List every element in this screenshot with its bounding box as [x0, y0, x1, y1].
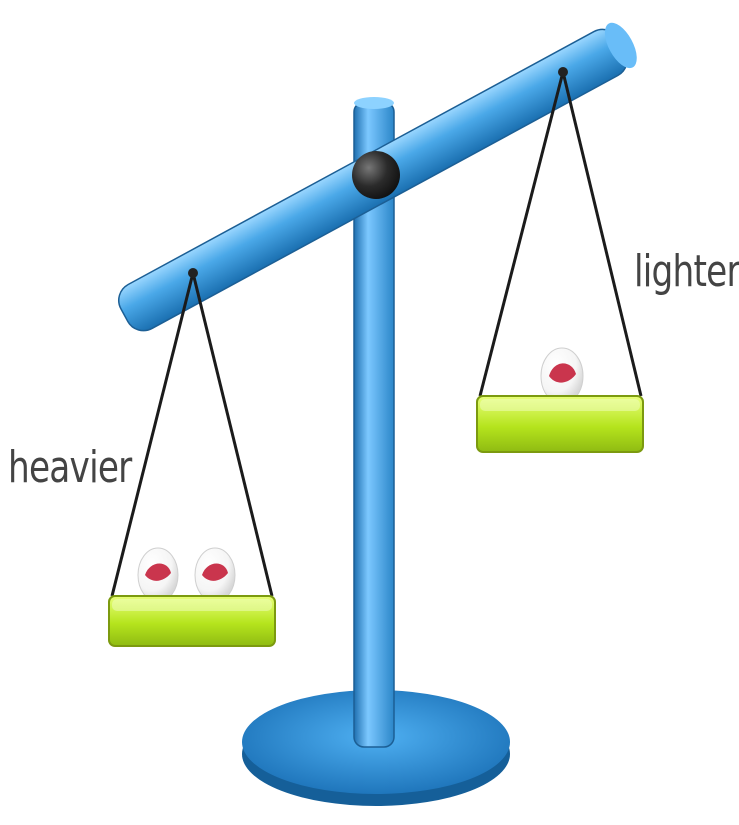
lighter-pan-items	[540, 347, 584, 405]
heavier-pan	[108, 595, 276, 647]
left-hook	[188, 268, 198, 278]
right-string-a	[478, 71, 565, 397]
lighter-pan	[476, 395, 644, 453]
heavier-pan-highlight	[112, 599, 272, 611]
pivot-knob	[352, 151, 400, 199]
heavier-pan-items	[137, 547, 236, 603]
right-string-b	[561, 71, 643, 397]
lighter-label: lighter	[634, 246, 739, 297]
left-string-b	[191, 272, 274, 597]
left-string-a	[110, 272, 195, 597]
heavier-label: heavier	[8, 442, 132, 493]
lighter-pan-highlight	[480, 399, 640, 411]
right-hook	[558, 67, 568, 77]
stand-pole-top	[354, 97, 394, 109]
